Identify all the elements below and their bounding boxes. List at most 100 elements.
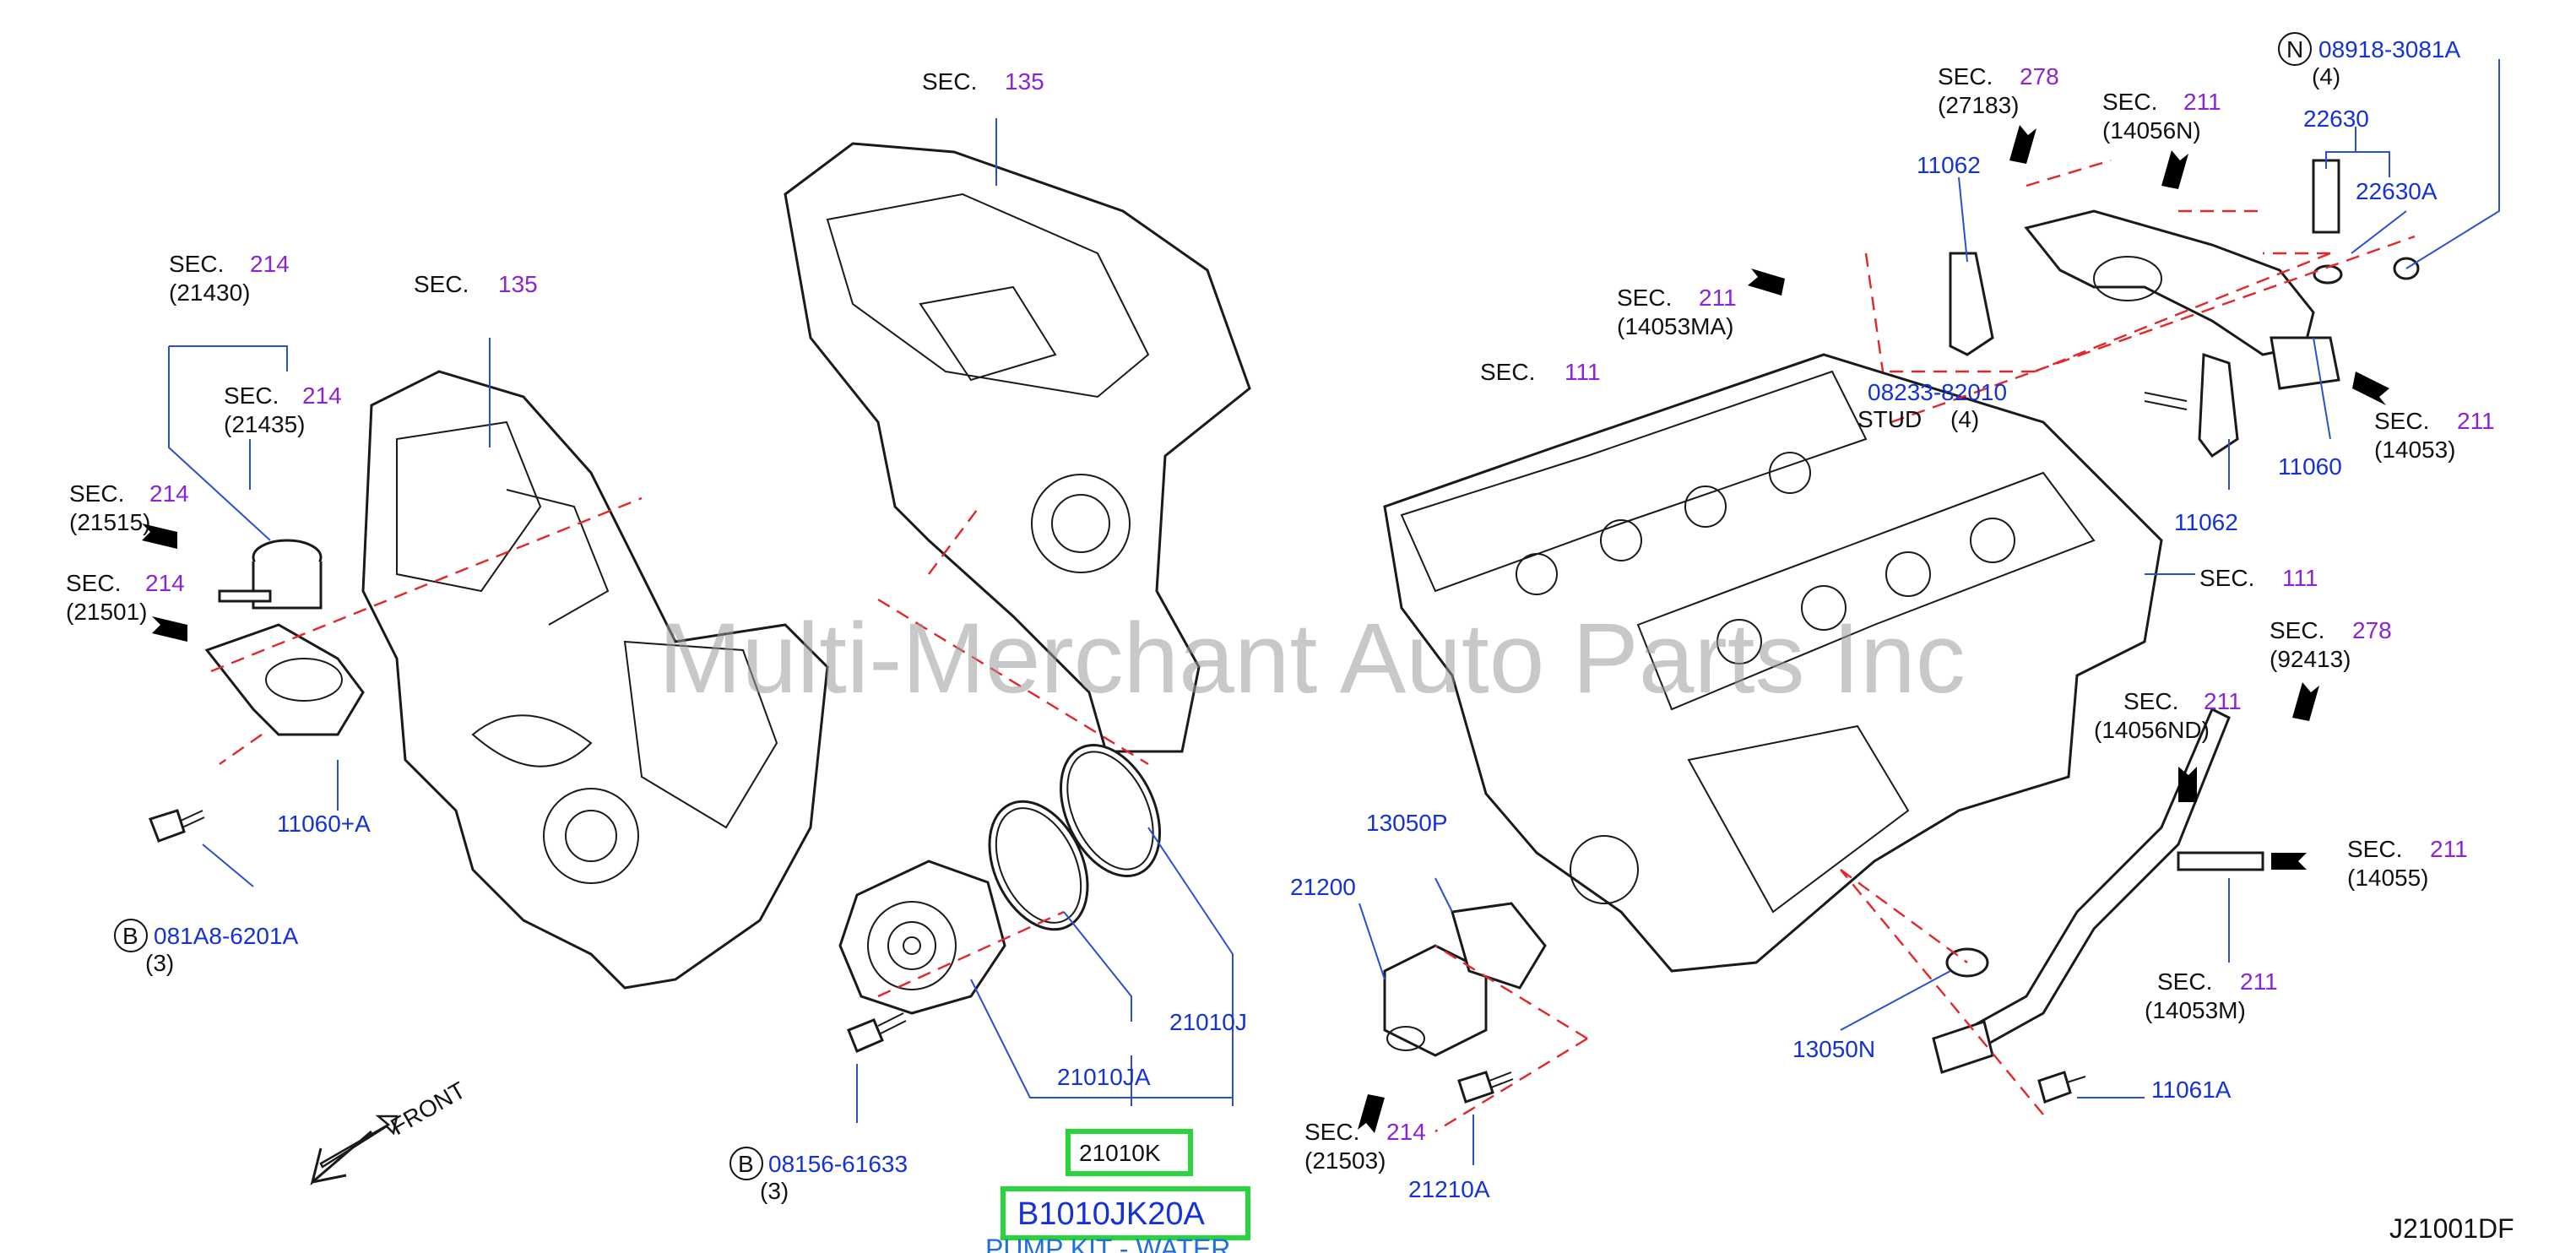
guide-lines [210,159,2416,1133]
part-11060a[interactable]: 11060+A [277,811,371,837]
sec-ref-214-21503[interactable]: 214 [1386,1119,1426,1145]
part-21010j[interactable]: 21010J [1169,1009,1247,1035]
sec-label: SEC. [1938,63,1993,90]
ref-21430: (21430) [169,279,251,306]
sec-ref-214-21501[interactable]: 214 [145,570,185,596]
arrow-21515 [142,523,177,549]
highlight-box-21010k [1066,1129,1193,1176]
part-21010k[interactable]: 21010K [1079,1140,1161,1166]
part-13050n[interactable]: 13050N [1792,1036,1875,1062]
o-ring-21010ja [988,800,1089,931]
gasket-13050p [1451,902,1547,990]
highlight-box-kit [1001,1186,1250,1240]
part-22630[interactable]: 22630 [2303,106,2369,132]
bolt-081a8 [149,809,205,843]
sec-label: SEC. [2270,617,2324,643]
sec-label: SEC. [2347,836,2402,862]
b-circle-icon [114,919,148,952]
sec-ref-214-21430[interactable]: 214 [250,251,290,277]
part-21200[interactable]: 21200 [1290,874,1356,900]
sec-label: SEC. [2157,968,2212,995]
part-21010ja[interactable]: 21010JA [1057,1064,1151,1090]
part-11062-b[interactable]: 11062 [2174,509,2238,535]
sec-ref-111-block[interactable]: 111 [2282,565,2318,591]
bolt-081a8-6201a[interactable]: 081A8-6201A [154,923,299,949]
sec-label: SEC. [922,68,977,95]
ref-92413: (92413) [2270,646,2351,672]
sec-label: SEC. [1480,359,1535,385]
ref-14053m: (14053M) [2145,997,2246,1023]
nut-08918-3081a[interactable]: 08918-3081A [2318,36,2460,62]
leader-lines [168,59,2500,1165]
bolt-08156-61633[interactable]: 08156-61633 [768,1151,908,1177]
sec-ref-211-14053m[interactable]: 211 [2240,968,2278,995]
stud-08233 [2144,392,2188,410]
watermark: Multi-Merchant Auto Parts Inc [659,603,1966,714]
sec-ref-211-14053[interactable]: 211 [2457,408,2495,434]
sec-ref-211-14055[interactable]: 211 [2430,836,2468,862]
sec-label: SEC. [2102,89,2157,115]
water-outlet-pipe [2024,209,2340,390]
rear-timing-cover [784,142,1251,753]
bolt-11061a [2037,1071,2086,1104]
qty-08918: (4) [2312,63,2340,90]
sec-label: SEC. [224,382,279,409]
ref-27183: (27183) [1938,92,2020,118]
sec-ref-211-14056n[interactable]: 211 [2183,89,2221,115]
arrow-27183 [2009,125,2036,164]
sec-label: SEC. [66,570,121,596]
part-11062-a[interactable]: 11062 [1917,152,1981,178]
sec-label: SEC. [69,480,124,507]
sec-label: SEC. [414,271,469,297]
qty-08156: (3) [760,1178,789,1204]
circle-b-label: B [738,1151,754,1177]
ref-14056nd: (14056ND) [2094,717,2210,743]
engine-block [1383,353,2163,973]
sec-ref-111-head[interactable]: 111 [1565,359,1601,385]
sec-ref-135-front[interactable]: 135 [498,271,538,297]
sec-ref-211-14053ma[interactable]: 211 [1699,285,1737,311]
qty-081a8: (3) [145,950,174,976]
sec-ref-211-14056nd[interactable]: 211 [2204,688,2242,714]
ref-21503: (21503) [1304,1147,1386,1174]
part-22630a[interactable]: 22630A [2356,178,2438,204]
arrow-21501 [152,616,187,642]
ref-21435: (21435) [224,411,306,437]
part-21210a[interactable]: 21210A [1408,1176,1490,1202]
part-11060[interactable]: 11060 [2278,453,2342,480]
b-circle-icon [729,1147,763,1180]
ref-14053ma: (14053MA) [1617,313,1734,339]
sec-ref-278-92413[interactable]: 278 [2352,617,2392,643]
ref-21515: (21515) [69,509,151,535]
sec-label: SEC. [169,251,224,277]
front-timing-cover [361,370,829,990]
part-13050p[interactable]: 13050P [1366,810,1448,836]
ref-14056n: (14056N) [2102,117,2201,144]
sec-label: SEC. [2374,408,2429,434]
stud-08233-82010[interactable]: 08233-82010 [1868,379,2007,405]
front-label: FRONT [387,1077,470,1140]
thermostat-housing [204,539,365,736]
arrow-21503 [1358,1094,1385,1133]
ref-14053: (14053) [2374,437,2456,463]
n-circle-icon [2278,32,2312,66]
sec-ref-135-rear[interactable]: 135 [1005,68,1044,95]
sec-ref-214-21435[interactable]: 214 [302,382,342,409]
qty-stud: (4) [1950,406,1979,432]
arrow-14056n [2161,150,2188,189]
stud-label: STUD [1857,406,1922,432]
sec-label: SEC. [1304,1119,1359,1145]
sec-label: SEC. [2123,688,2178,714]
arrow-14053 [2352,372,2389,405]
gasket-11062-b [2198,352,2239,458]
part-11061a[interactable]: 11061A [2151,1077,2232,1103]
water-inlet-21200 [1383,944,1488,1057]
circle-n-label: N [2286,36,2303,62]
circle-b-label: B [122,923,138,949]
sec-ref-214-21515[interactable]: 214 [149,480,189,507]
diagram-code: J21001DF [2389,1213,2514,1244]
water-pump [838,860,1006,1015]
sec-ref-278-27183[interactable]: 278 [2020,63,2059,90]
kit-part-number[interactable]: B1010JK20A [1017,1196,1205,1232]
